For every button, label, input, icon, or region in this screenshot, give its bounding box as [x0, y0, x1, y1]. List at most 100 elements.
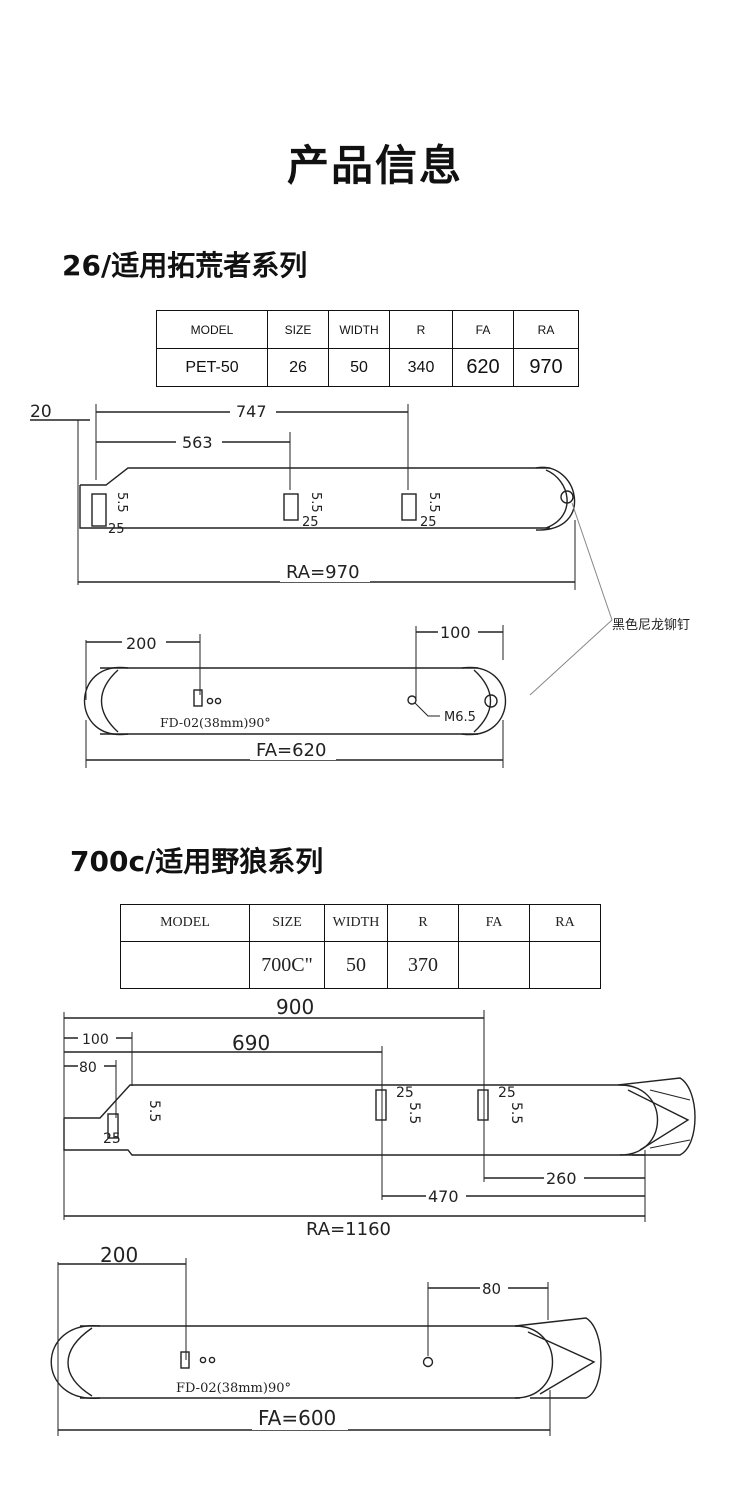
- spec-table-700c: MODEL SIZE WIDTH R FA RA 700C" 50 370: [120, 904, 601, 989]
- dim-label: 200: [126, 634, 157, 653]
- slot-label: 5.5: [114, 492, 129, 513]
- fender-outline: [100, 667, 478, 735]
- fender-end-cap: [50, 1325, 101, 1399]
- table-cell: 370: [387, 941, 459, 989]
- length-label: RA=1160: [306, 1219, 391, 1240]
- mount-slot: [401, 493, 417, 521]
- fd-label: FD-02(38mm)90°: [160, 715, 271, 730]
- label-bg: [426, 1186, 466, 1206]
- section-title-700c: 700c/适用野狼系列: [70, 845, 324, 878]
- length-label: FA=600: [258, 1406, 336, 1430]
- dim-label: 900: [276, 995, 314, 1019]
- table-cell: PET-50: [156, 348, 268, 387]
- table-cell: 340: [389, 348, 453, 387]
- dim-label: 20: [30, 402, 52, 422]
- front-fender-26: 200 100 FD-02(38mm)90° M6.5 FA=620: [83, 622, 507, 768]
- leader-line: [414, 702, 440, 717]
- fender-end-cap: [461, 666, 507, 736]
- table-row: PET-50 26 50 340 620 970: [156, 348, 579, 387]
- dim-label: 470: [428, 1187, 459, 1206]
- label-bg: [78, 1058, 104, 1076]
- mount-hole: [422, 1356, 434, 1368]
- fender-outline: [79, 467, 550, 529]
- dim-label: 690: [232, 1031, 270, 1055]
- label-bg: [480, 1278, 508, 1298]
- hole-dot: [214, 697, 222, 705]
- m65-label: M6.5: [444, 710, 476, 725]
- mount-slot: [193, 689, 203, 707]
- table-header-cell: FA: [452, 310, 514, 349]
- dim-label: 747: [236, 402, 267, 421]
- slot-label: 25: [498, 1085, 516, 1101]
- label-bg: [544, 1168, 584, 1188]
- fender-stay-inner: [527, 1331, 596, 1395]
- table-header-cell: MODEL: [156, 310, 268, 349]
- label-bg: [122, 632, 166, 652]
- rear-fender-26: 20 747 563 5.5 25 5.5 25 5.5 25 RA=970: [30, 400, 576, 590]
- table-header-cell: RA: [513, 310, 579, 349]
- hole-dot: [199, 1356, 207, 1364]
- table-header-cell: RA: [529, 904, 601, 942]
- fender-outline: [80, 1325, 520, 1399]
- fender-end-cap-inner: [473, 669, 492, 733]
- mount-slot: [91, 493, 107, 527]
- label-bg: [78, 1029, 116, 1047]
- mount-slot: [180, 1351, 190, 1369]
- length-label: RA=970: [286, 562, 360, 583]
- fender-end-cap-inner: [100, 669, 119, 733]
- table-cell: 50: [328, 348, 390, 387]
- fender-end-cap: [514, 1325, 554, 1399]
- front-fender-700c: 200 80 FD-02(38mm)90° FA=600: [50, 1243, 602, 1436]
- mount-slot: [283, 493, 299, 521]
- fender-stay: [514, 1317, 602, 1399]
- fender-outline: [63, 1084, 645, 1156]
- slot-label: 5.5: [406, 1102, 422, 1124]
- label-bg: [438, 622, 478, 642]
- dim-label: 260: [546, 1169, 577, 1188]
- length-label: FA=620: [256, 740, 326, 761]
- rivet-note: 黑色尼龙铆钉: [612, 617, 690, 633]
- fender-end-cap: [619, 1084, 659, 1156]
- rivet-hole: [484, 694, 498, 708]
- label-bg: [230, 400, 276, 420]
- table-header-cell: SIZE: [249, 904, 325, 942]
- table-cell: 50: [324, 941, 388, 989]
- table-row: 700C" 50 370: [120, 941, 601, 989]
- fender-stay-inner: [649, 1089, 691, 1149]
- section-title-26: 26/适用拓荒者系列: [62, 249, 308, 282]
- fender-end-cap-inner: [67, 1327, 93, 1397]
- dim-label: 200: [100, 1243, 138, 1267]
- dim-label: 563: [182, 433, 213, 452]
- slot-label: 25: [108, 522, 125, 537]
- rear-fender-700c: 900 690 100 80 25 5.5 25 5.5 25 5.5: [63, 995, 696, 1240]
- dim-label: 100: [440, 623, 471, 642]
- slot-label: 5.5: [308, 492, 323, 513]
- table-cell: [458, 941, 530, 989]
- hole-dot: [206, 697, 214, 705]
- label-bg: [250, 738, 336, 760]
- table-cell: [120, 941, 250, 989]
- mount-slot: [477, 1089, 489, 1121]
- rivet-hole: [560, 490, 574, 504]
- fender-end-cap: [535, 466, 576, 531]
- table-cell: 620: [452, 348, 514, 387]
- slot-label: 25: [302, 515, 319, 530]
- table-header-cell: MODEL: [120, 904, 250, 942]
- page-title: 产品信息: [286, 141, 463, 190]
- mount-slot: [107, 1113, 119, 1139]
- label-bg: [176, 432, 222, 452]
- slot-label: 25: [396, 1085, 414, 1101]
- table-cell: 26: [267, 348, 329, 387]
- label-bg: [252, 1406, 348, 1430]
- leader-line: [529, 502, 613, 696]
- slot-label: 5.5: [426, 492, 441, 513]
- slot-label: 5.5: [508, 1102, 524, 1124]
- fender-end-cap-inner: [545, 469, 568, 529]
- hole-dot: [208, 1356, 216, 1364]
- slot-label: 25: [420, 515, 437, 530]
- dim-label: 80: [482, 1280, 501, 1298]
- slot-label: 25: [103, 1131, 121, 1147]
- table-header-row: MODEL SIZE WIDTH R FA RA: [156, 310, 579, 349]
- table-header-cell: WIDTH: [328, 310, 390, 349]
